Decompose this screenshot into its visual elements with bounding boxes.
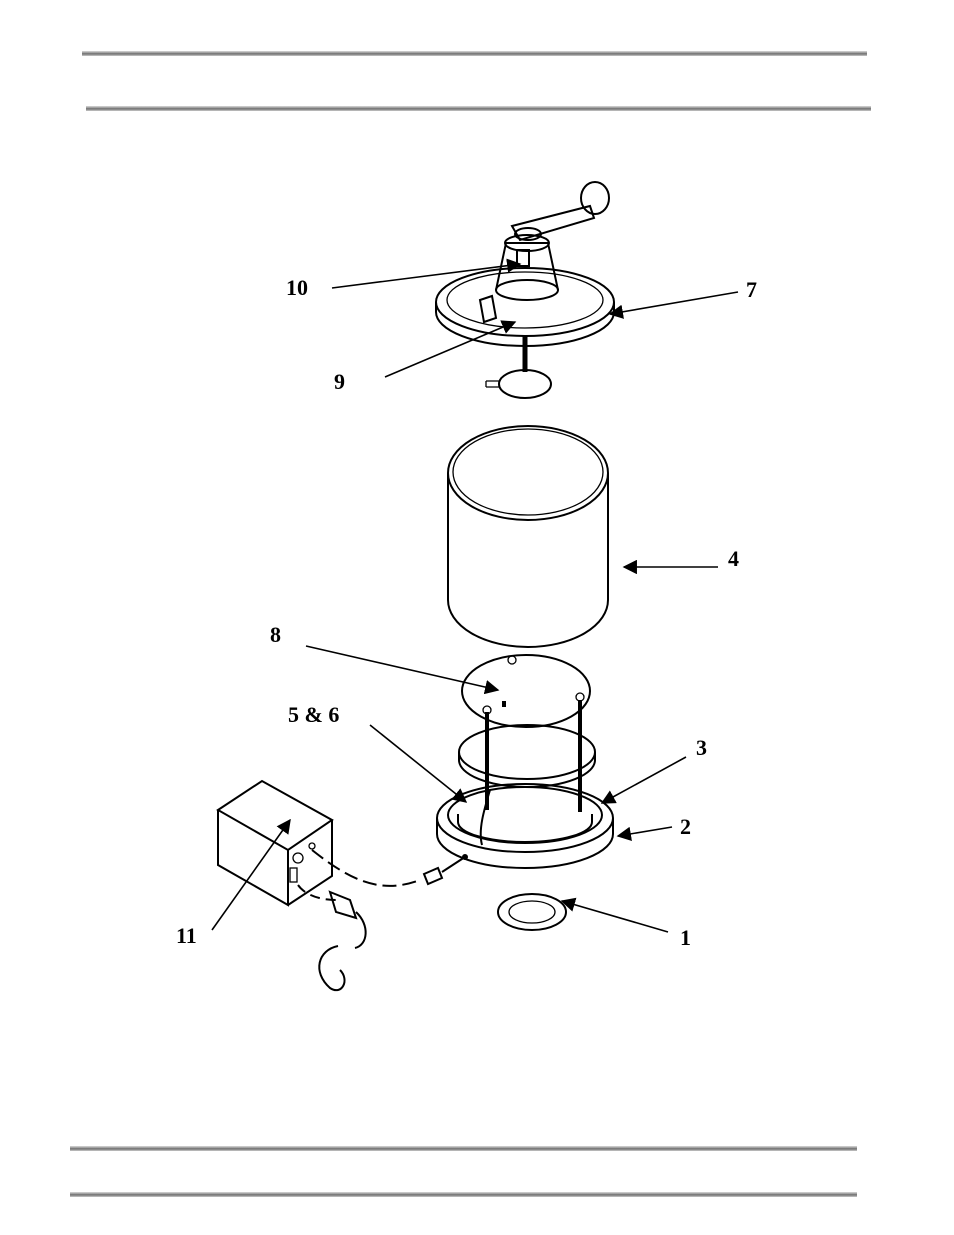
callout-5-6: 5 & 6: [288, 702, 339, 727]
washer-outer: [498, 894, 566, 930]
top-plate-disk: [462, 655, 590, 727]
footer-rule-top: [70, 1146, 857, 1151]
output-cable: [312, 850, 420, 886]
leader-10: [332, 264, 520, 288]
tray-rim: [459, 752, 595, 787]
cylinder-top-inner: [453, 429, 603, 515]
lid-top: [436, 268, 614, 336]
cylinder-top: [448, 426, 608, 520]
lid-valve: [480, 296, 496, 322]
cable-plug: [424, 868, 442, 884]
tray-top: [459, 725, 595, 779]
callout-3: 3: [696, 735, 707, 760]
leader-1: [562, 901, 668, 932]
leader-11: [212, 820, 290, 930]
stirrer-paddle: [499, 370, 551, 398]
power-plug: [330, 892, 356, 918]
callout-10: 10: [286, 275, 308, 300]
box-switch: [293, 853, 303, 863]
cord-end: [319, 946, 344, 990]
callout-8: 8: [270, 622, 281, 647]
box-top: [218, 781, 332, 850]
callout-4: 4: [728, 546, 739, 571]
hub-base: [496, 280, 558, 300]
callout-2: 2: [680, 814, 691, 839]
top-plate-pin: [502, 701, 506, 707]
leader-2: [618, 827, 672, 836]
top-plate: [462, 655, 590, 727]
box-jack: [309, 843, 315, 849]
washer-inner: [509, 901, 555, 923]
power-supply: [218, 781, 465, 990]
washer: [498, 894, 566, 930]
top-plate-knob: [508, 656, 516, 664]
callout-11: 11: [176, 923, 197, 948]
paddle-tab: [486, 381, 499, 387]
cylinder-body: [448, 473, 608, 647]
leader-7: [610, 292, 738, 314]
footer-rule-bottom: [70, 1192, 857, 1197]
base-assembly: [437, 784, 613, 868]
callout-9: 9: [334, 369, 345, 394]
leader-5-6: [370, 725, 466, 802]
lid-assembly: [436, 182, 614, 398]
cylinder: [448, 426, 608, 647]
rod-right-cap: [576, 693, 584, 701]
leader-8: [306, 646, 498, 690]
callout-1: 1: [680, 925, 691, 950]
cable-tail: [442, 857, 465, 872]
callout-7: 7: [746, 277, 757, 302]
leader-3: [602, 757, 686, 803]
box-socket: [290, 868, 297, 882]
crank-knob: [581, 182, 609, 214]
box-front: [218, 810, 288, 905]
